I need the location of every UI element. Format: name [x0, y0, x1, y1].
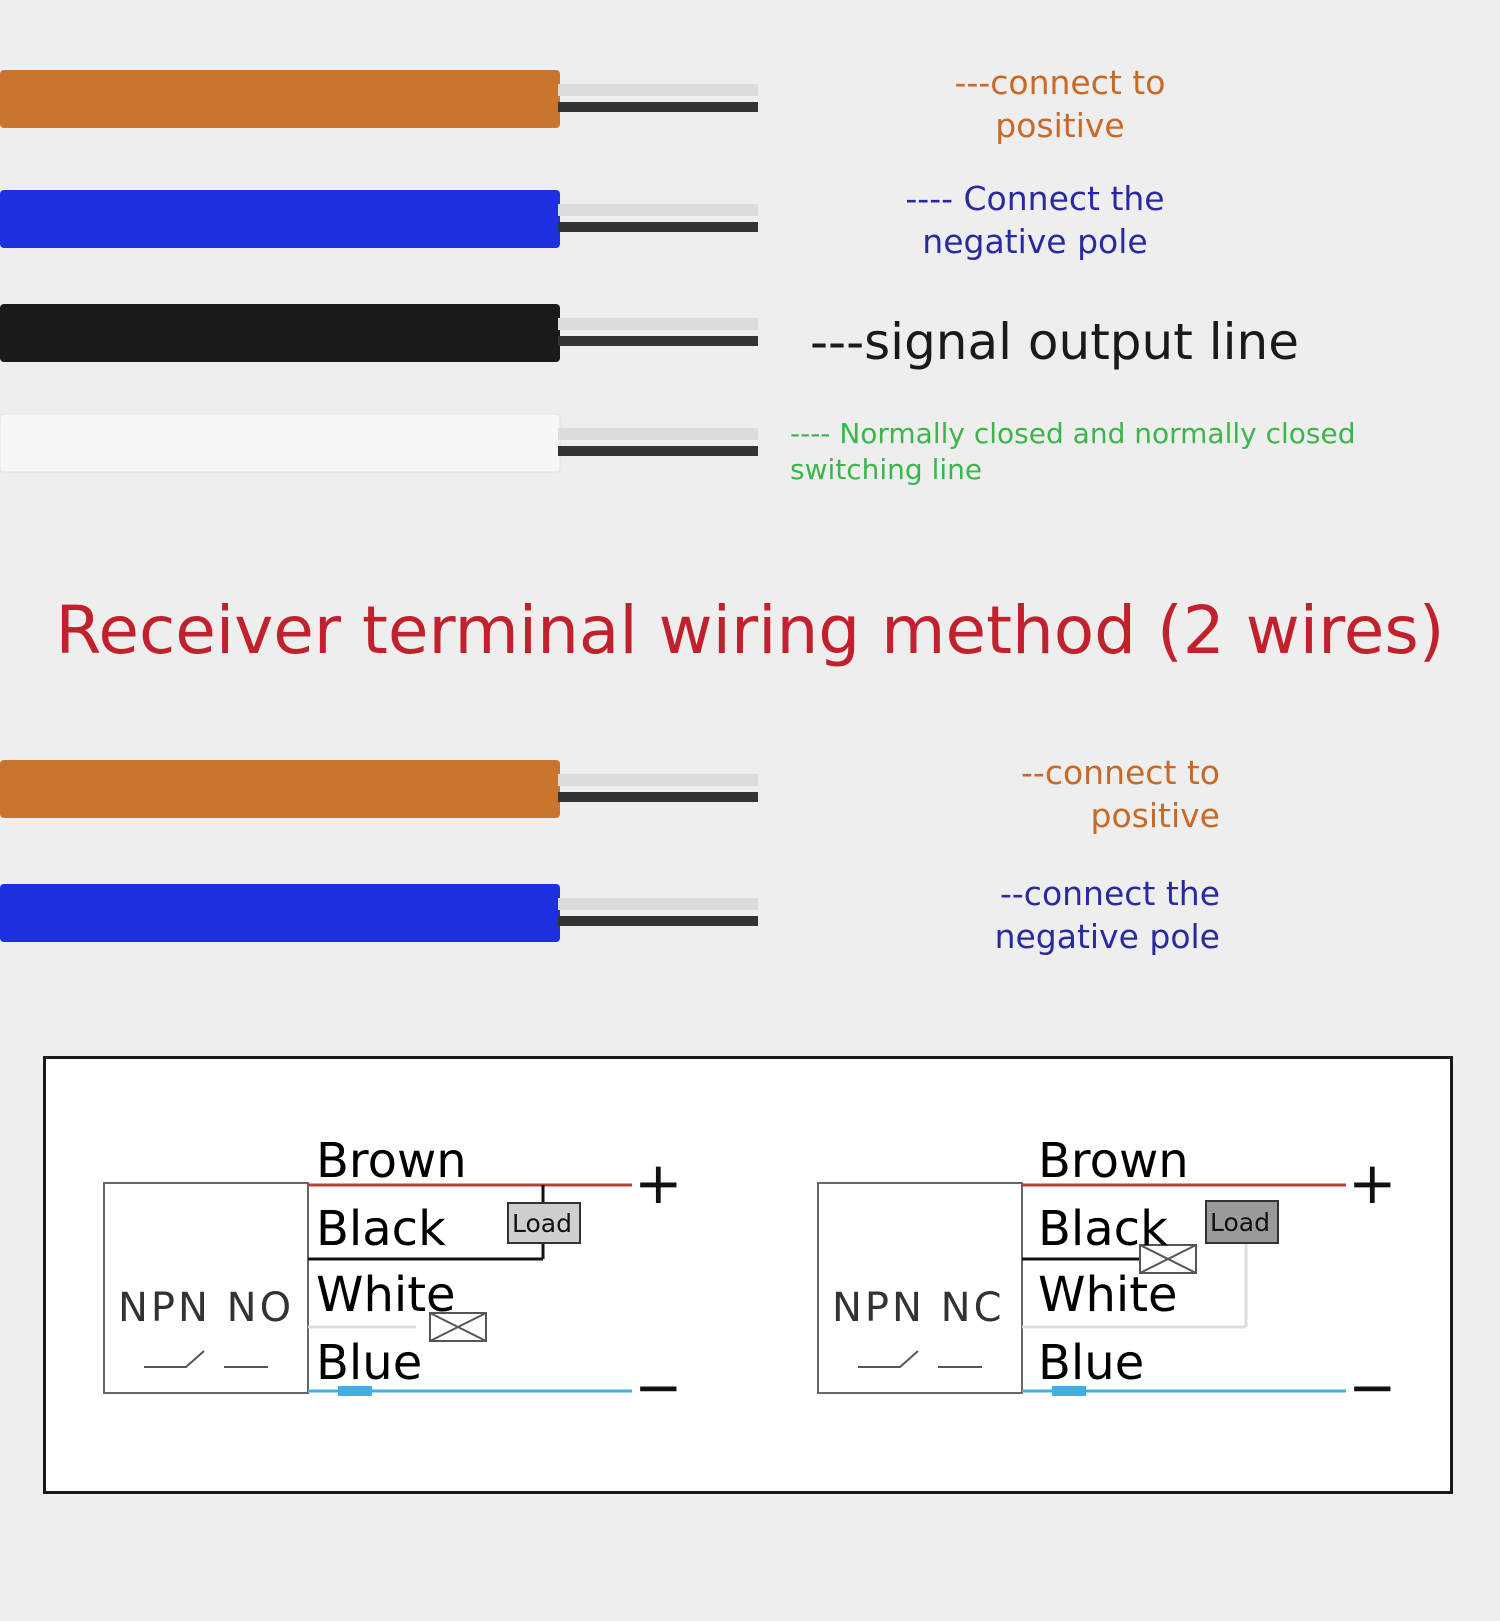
black-wire-label: ---signal output line — [810, 310, 1310, 375]
label-line: positive — [995, 105, 1125, 145]
relay-icon — [429, 1312, 487, 1342]
switch-symbol — [144, 1350, 268, 1368]
wire-label-white: White — [1038, 1267, 1178, 1323]
brown-wire-top — [0, 70, 758, 128]
npn-no-diagram: NPN NO Load Brown Black White Blue + − — [103, 1133, 683, 1421]
label-line: ---connect to — [954, 63, 1166, 102]
brown-wire-bottom — [0, 760, 758, 818]
wire-label-brown: Brown — [316, 1133, 467, 1189]
relay-icon — [1139, 1244, 1197, 1274]
plus-sign: + — [634, 1149, 683, 1217]
wiring-diagram-frame: NPN NO Load Brown Black White Blue + − — [43, 1056, 1453, 1494]
blue-marker — [1052, 1386, 1086, 1396]
label-line: positive — [1090, 795, 1220, 835]
label-line: --connect to — [1021, 753, 1220, 792]
white-wire-label: ---- Normally closed and normally closed… — [790, 416, 1430, 489]
blue-wire-bottom — [0, 884, 758, 942]
label-line: --connect the — [999, 874, 1220, 913]
wire-label-white: White — [316, 1267, 456, 1323]
sensor-type: NPN NO — [118, 1285, 294, 1331]
wire-label-black: Black — [316, 1201, 446, 1257]
load-label: Load — [512, 1209, 572, 1238]
wiring-diagram: NPN NO Load Brown Black White Blue + − — [103, 1133, 1397, 1421]
sensor-type: NPN NC — [832, 1285, 1005, 1331]
label-line: ---signal output line — [810, 313, 1299, 371]
label-line: negative pole — [994, 916, 1220, 956]
wire-label-blue: Blue — [316, 1335, 422, 1391]
minus-sign: − — [634, 1353, 683, 1421]
brown-wire-label: ---connect to positive — [910, 62, 1210, 148]
wire-label-brown: Brown — [1038, 1133, 1189, 1189]
load-label: Load — [1210, 1208, 1270, 1237]
switch-symbol — [858, 1350, 982, 1368]
label-line: switching line — [790, 453, 983, 487]
load-box — [1205, 1200, 1279, 1244]
minus-sign: − — [1348, 1353, 1397, 1421]
page-title: Receiver terminal wiring method (2 wires… — [55, 592, 1445, 669]
blue-wire-label: ---- Connect the negative pole — [880, 178, 1190, 264]
label-line: ---- Connect the — [905, 179, 1165, 218]
blue-marker — [338, 1386, 372, 1396]
npn-nc-diagram: NPN NC Load Brown Black White Blue + − — [817, 1133, 1397, 1421]
label-line: negative pole — [922, 221, 1148, 261]
black-wire-top — [0, 304, 758, 362]
plus-sign: + — [1348, 1149, 1397, 1217]
sensor-box — [103, 1182, 309, 1394]
brown-wire-bottom-label: --connect to positive — [960, 752, 1220, 838]
blue-wire-bottom-label: --connect the negative pole — [960, 873, 1220, 959]
load-box — [507, 1202, 581, 1244]
label-line: ---- Normally closed and normally closed — [790, 417, 1356, 450]
blue-wire-top — [0, 190, 758, 248]
white-wire-top — [0, 413, 758, 473]
sensor-box — [817, 1182, 1023, 1394]
wire-label-black: Black — [1038, 1201, 1168, 1257]
wire-label-blue: Blue — [1038, 1335, 1144, 1391]
